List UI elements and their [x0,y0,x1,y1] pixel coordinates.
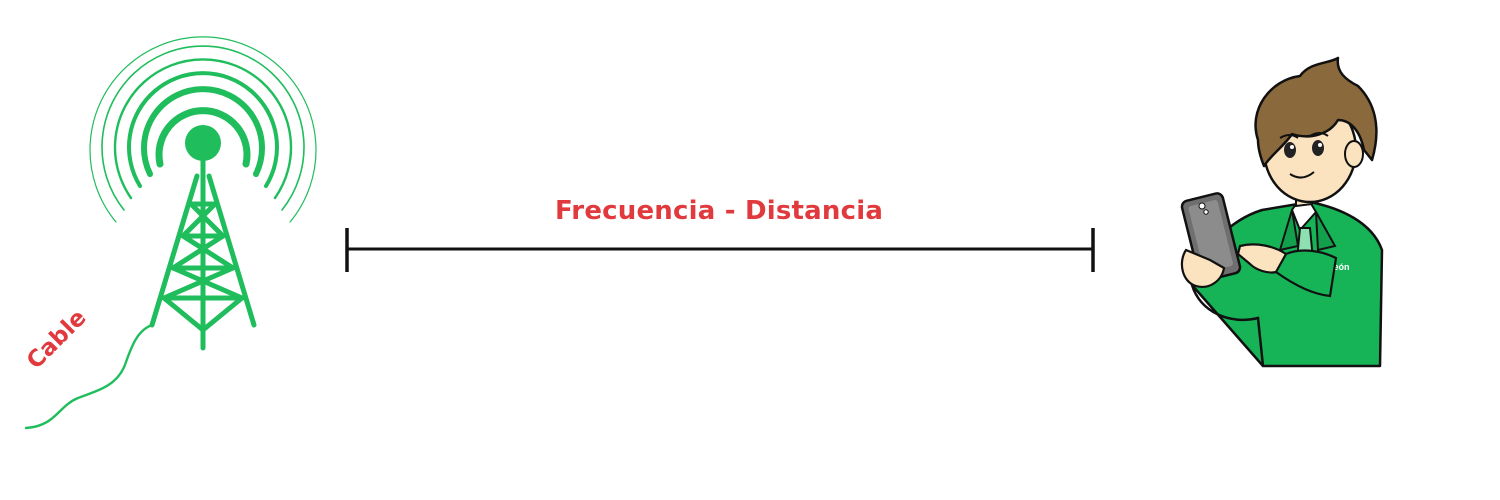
distance-line [345,228,1095,272]
tower-structure [149,157,257,351]
signal-waves [89,36,317,223]
cable-line [24,323,154,430]
distance-label: Frecuencia - Distancia [555,196,884,226]
person-with-phone-icon: León [1180,56,1384,368]
jacket-badge: León [1328,262,1350,272]
radio-tower-icon [24,36,317,430]
